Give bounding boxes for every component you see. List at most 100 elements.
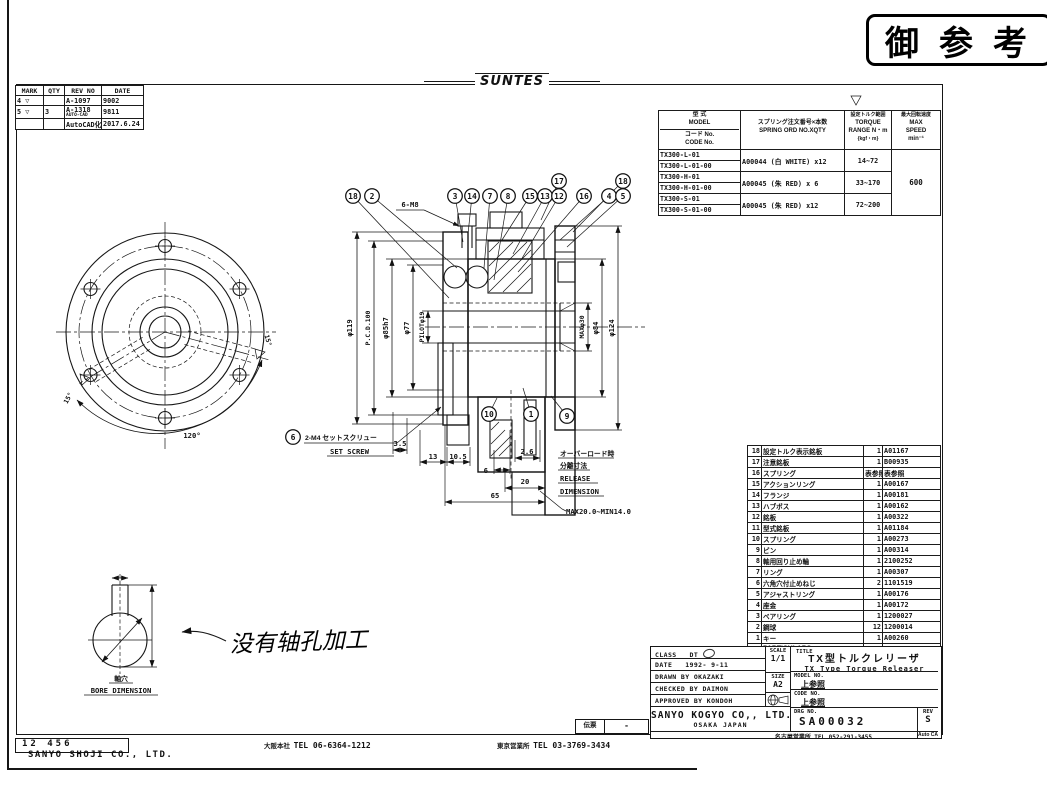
parts-cell-code: A00172 [882, 599, 941, 611]
parts-cell-qty: 1 [863, 544, 883, 556]
parts-cell-no: 1 [747, 632, 762, 644]
parts-cell-no: 17 [747, 456, 762, 468]
brand-rule-left [424, 80, 476, 82]
code-no-cell: CODE NO. 上参照 [791, 690, 938, 708]
parts-cell-no: 6 [747, 577, 762, 589]
parts-cell-code: A01167 [882, 445, 941, 457]
title-cell: TITLE TX型トルクレリーザ TX Type Torque Releaser [791, 647, 938, 672]
drawing-title-ja: TX型トルクレリーザ [808, 654, 921, 665]
parts-cell-no: 8 [747, 555, 762, 567]
parts-cell-name: 設定トルク表示銘板 [761, 445, 864, 457]
parts-cell-name: ハブボス [761, 500, 864, 512]
parts-cell-qty: 1 [863, 511, 883, 523]
parts-cell-no: 5 [747, 588, 762, 600]
parts-cell-qty: 12 [863, 621, 883, 633]
parts-cell-name: キー [761, 632, 864, 644]
slip-box: 伝票 - [575, 719, 649, 734]
parts-cell-name: アジャストリング [761, 588, 864, 600]
shoji-company: SANYO SHOJI CO., LTD. [28, 750, 174, 760]
parts-cell-no: 14 [747, 489, 762, 501]
parts-cell-qty: 1 [863, 588, 883, 600]
company-cell: SANYO KOGYO CO,, LTD. OSAKA JAPAN [651, 707, 791, 731]
rev-flag-icon: ▽ [25, 108, 30, 116]
parts-cell-code: 1101519 [882, 577, 941, 589]
parts-cell-no: 15 [747, 478, 762, 490]
parts-cell-code: 表参照 [882, 467, 941, 479]
reference-stamp: 御参考 [866, 14, 1047, 66]
parts-cell-qty: 1 [863, 445, 883, 457]
parts-cell-code: A00181 [882, 489, 941, 501]
model-table: 型 式 MODEL コード No. CODE No. スプリング注文番号×本数 … [658, 110, 941, 216]
checked-row: CHECKED BY DAIMON [651, 683, 766, 695]
brand-text: SUNTES [475, 73, 549, 89]
tokyo-office: 東京営業所 TEL 03-3769-3434 [497, 741, 611, 750]
parts-cell-no: 18 [747, 445, 762, 457]
parts-cell-no: 16 [747, 467, 762, 479]
parts-cell-code: A00176 [882, 588, 941, 600]
drg-no-cell: DRG NO. SA00032 [791, 708, 918, 731]
parts-cell-qty: 表参照 [863, 467, 883, 479]
parts-cell-code: A00273 [882, 533, 941, 545]
parts-cell-qty: 1 [863, 533, 883, 545]
date-row: DATE 1992- 9-11 [651, 659, 766, 671]
parts-cell-no: 13 [747, 500, 762, 512]
approved-row: APPROVED BY KONDOH [651, 695, 766, 707]
sheet-code-box: 12 456 [15, 738, 129, 753]
parts-cell-qty: 2 [863, 577, 883, 589]
parts-cell-qty: 1 [863, 555, 883, 567]
parts-cell-qty: 1 [863, 478, 883, 490]
drawing-title-en: TX Type Torque Releaser [804, 665, 925, 672]
parts-cell-qty: 1 [863, 610, 883, 622]
parts-cell-qty: 1 [863, 599, 883, 611]
revision-row: AutoCAD化 2017.6.24 [15, 118, 144, 130]
parts-cell-qty: 1 [863, 566, 883, 578]
logo-cell [766, 693, 791, 707]
parts-cell-no: 12 [747, 511, 762, 523]
parts-cell-name: スプリング [761, 533, 864, 545]
osaka-office: 大阪本社 TEL 06-6364-1212 [264, 741, 371, 750]
brand-rule-right [548, 80, 601, 82]
parts-cell-qty: 1 [863, 632, 883, 644]
title-block: CLASS DT DATE 1992- 9-11 DRAWN BY OKAZAK… [650, 646, 942, 739]
model-no-cell: MODEL NO. 上参照 [791, 672, 938, 690]
revision-header: MARK QTY REV NO DATE [15, 85, 144, 96]
parts-cell-no: 11 [747, 522, 762, 534]
size-cell: SIZE A2 [766, 673, 791, 693]
parts-cell-code: B00935 [882, 456, 941, 468]
globe-logo-icon [767, 694, 789, 706]
parts-cell-code: 1200014 [882, 621, 941, 633]
parts-cell-name: リング [761, 566, 864, 578]
parts-cell-qty: 1 [863, 500, 883, 512]
sheet-edge-bottom [7, 768, 697, 770]
parts-cell-code: A00314 [882, 544, 941, 556]
parts-cell-code: A00307 [882, 566, 941, 578]
parts-cell-no: 10 [747, 533, 762, 545]
parts-cell-name: 軸用回り止め輪 [761, 555, 864, 567]
parts-cell-no: 3 [747, 610, 762, 622]
parts-cell-name: 鋼球 [761, 621, 864, 633]
autocad-note: Auto CAD [918, 731, 938, 738]
parts-cell-name: 銘板 [761, 511, 864, 523]
parts-cell-qty: 1 [863, 456, 883, 468]
parts-cell-qty: 1 [863, 522, 883, 534]
parts-cell-name: フランジ [761, 489, 864, 501]
parts-cell-code: A01184 [882, 522, 941, 534]
approval-scribble-icon [702, 647, 717, 658]
parts-cell-no: 9 [747, 544, 762, 556]
